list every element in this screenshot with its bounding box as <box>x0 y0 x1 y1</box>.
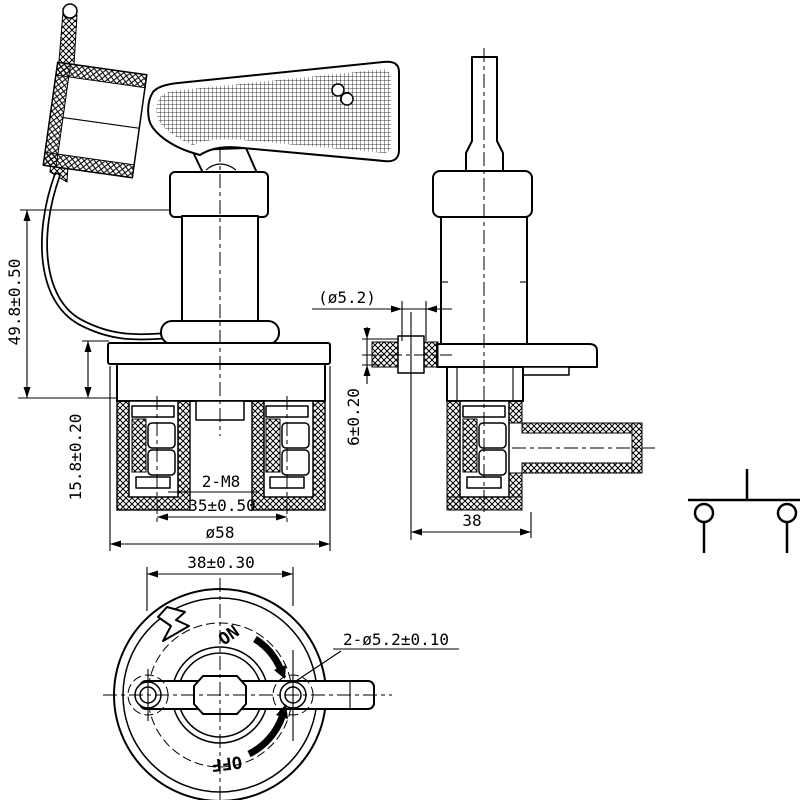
handle-hole <box>331 83 345 97</box>
schematic-terminal-left <box>693 502 715 524</box>
front-view: 49.8±0.50 15.8±0.20 2-M8 35±0.50 <box>5 3 400 551</box>
dim-terminal-spacing: 35±0.50 <box>157 496 287 521</box>
dim-pin-diameter: (ø5.2) <box>312 288 452 341</box>
dim-terminal-spacing-label: 35±0.50 <box>188 496 255 515</box>
handle-hole <box>340 92 354 106</box>
off-arrow <box>247 704 288 758</box>
terminals-label-group: 2-M8 <box>168 472 258 493</box>
dim-height-base: 15.8±0.20 <box>66 340 109 501</box>
dim-height-base-label: 15.8±0.20 <box>66 414 85 501</box>
upper-housing <box>116 363 326 402</box>
key-handle <box>147 60 400 163</box>
dim-pin-diameter-label: (ø5.2) <box>318 288 376 307</box>
dim-flange-diameter: ø58 <box>109 366 331 551</box>
terminal-bar <box>512 422 655 474</box>
dim-depth: 38 <box>411 511 532 538</box>
mounting-holes-label: 2-ø5.2±0.10 <box>343 630 449 649</box>
handle-top <box>139 675 375 715</box>
terminal-pocket-right <box>251 400 326 511</box>
dim-depth-label: 38 <box>462 511 481 530</box>
side-flange <box>436 343 598 368</box>
dim-pin-height: 6±0.20 <box>344 327 399 446</box>
flange-plate <box>107 342 331 365</box>
off-label: OFF <box>210 751 243 775</box>
lightning-bolt-icon <box>157 606 190 642</box>
terminal-pocket-left <box>116 400 191 511</box>
side-pin <box>362 312 452 540</box>
schematic-terminal-right <box>776 502 798 524</box>
dim-hole-spacing-label: 38±0.30 <box>187 553 254 572</box>
side-view: (ø5.2) 6±0.20 38 <box>312 48 655 540</box>
side-neck <box>446 366 524 402</box>
side-cap <box>432 170 533 218</box>
dim-height-upper: 49.8±0.50 <box>5 209 170 399</box>
top-view: ON OFF 2-ø5.2±0.10 38±0.30 <box>103 553 459 800</box>
dim-height-upper-label: 49.8±0.50 <box>5 259 24 346</box>
on-arrow <box>253 636 286 679</box>
shaft-cap <box>169 171 269 218</box>
rubber-cap <box>42 61 148 179</box>
chain-link-icon <box>62 3 78 19</box>
mounting-holes-label-group: 2-ø5.2±0.10 <box>295 630 459 682</box>
dim-pin-height-label: 6±0.20 <box>344 388 363 446</box>
lanyard-cord <box>41 172 166 341</box>
dim-hole-spacing: 38±0.30 <box>146 553 294 611</box>
terminals-label: 2-M8 <box>202 472 241 491</box>
dim-flange-diameter-label: ø58 <box>206 523 235 542</box>
flange-step <box>519 366 570 376</box>
switch-schematic-symbol <box>688 469 800 553</box>
